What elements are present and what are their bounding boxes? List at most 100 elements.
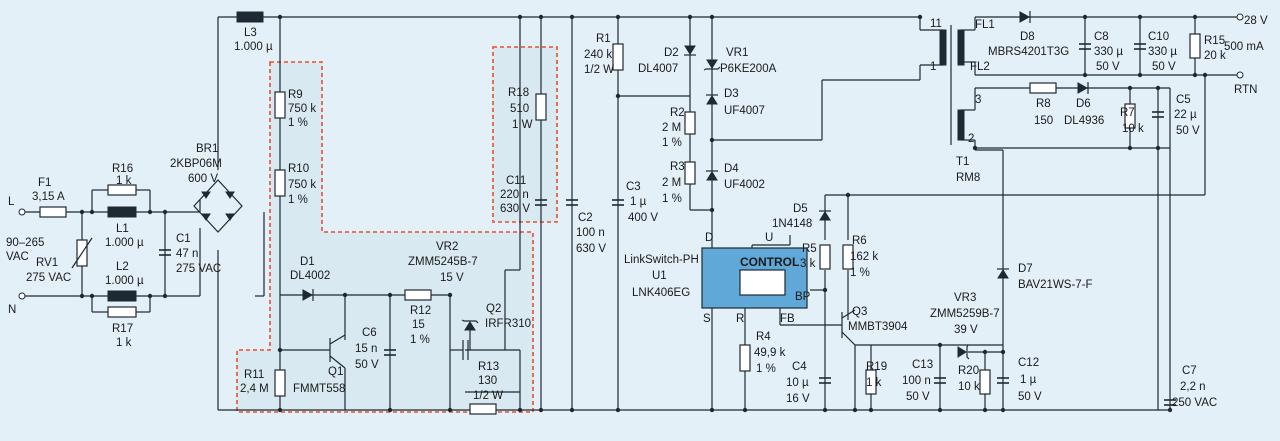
diodes [302, 11, 1089, 301]
resistor-R9 [274, 91, 286, 119]
U1-block-label: CONTROL [740, 255, 799, 269]
C2-value: 100 n [576, 227, 605, 239]
C7-rating: 250 VAC [1172, 397, 1217, 409]
L1-value: 1.000 µ [105, 237, 144, 249]
ic-U1 [701, 247, 808, 309]
T1-pin11: 11 [930, 18, 942, 30]
R13-rating: 1/2 W [473, 390, 503, 402]
C3-ref: C3 [626, 181, 641, 193]
R19-value: 1 k [866, 377, 882, 389]
transistor-Q2 [450, 340, 469, 360]
VR1-ref: VR1 [726, 47, 748, 59]
transistor-Q3 [841, 309, 856, 365]
R18-rating: 1 W [512, 119, 533, 131]
resistor-R1 [612, 43, 624, 71]
R12-tol: 1 % [410, 334, 430, 346]
transformer-T1 [920, 25, 975, 145]
C8-value: 330 µ [1094, 46, 1123, 58]
R20-value: 10 k [958, 381, 980, 393]
D8-part: MBRS4201T3G [988, 46, 1069, 58]
resistor-R6 [842, 244, 854, 270]
output-current-label: 500 mA [1224, 41, 1264, 53]
diode-D5 [819, 211, 831, 221]
C7-value: 2,2 n [1180, 381, 1206, 393]
Q2-ref: Q2 [486, 303, 501, 315]
fuse-F1 [39, 206, 67, 218]
R3-ref: R3 [670, 161, 685, 173]
rtn-label: RTN [1234, 84, 1257, 96]
R18-value: 510 [510, 103, 529, 115]
U1-pin-s: S [703, 313, 711, 325]
C10-ref: C10 [1148, 31, 1169, 43]
R8-value: 150 [1034, 115, 1053, 127]
RV1-value: 275 VAC [26, 272, 71, 284]
D3-part: UF4007 [724, 105, 765, 117]
D2-ref: D2 [664, 47, 679, 59]
Q1-part: FMMT558 [293, 383, 345, 395]
varistor-RV1 [71, 237, 93, 269]
output-voltage-label: 28 V [1244, 15, 1268, 27]
T1-fl1: FL1 [975, 19, 995, 31]
inductor-L3 [236, 11, 264, 23]
C4-rating: 16 V [786, 393, 810, 405]
terminal-N-label: N [8, 304, 16, 316]
VR2-rating: 15 V [440, 272, 464, 284]
C8-ref: C8 [1094, 31, 1109, 43]
R15-value: 20 k [1204, 50, 1226, 62]
resistor-R12 [404, 289, 432, 301]
U1-pin-u: U [765, 232, 773, 244]
R1-value: 240 k [584, 49, 612, 61]
D7-ref: D7 [1018, 263, 1033, 275]
C2-rating: 630 V [576, 243, 606, 255]
R16-value: 1 k [116, 175, 132, 187]
VR2-ref: VR2 [436, 241, 458, 253]
T1-fl2: FL2 [970, 61, 990, 73]
L3-value: 1.000 µ [234, 41, 273, 53]
D2-part: DL4007 [638, 63, 678, 75]
D3-ref: D3 [724, 88, 739, 100]
U1-ref: U1 [652, 270, 667, 282]
L1-ref: L1 [116, 223, 129, 235]
D4-part: UF4002 [724, 179, 765, 191]
R1-rating: 1/2 W [584, 64, 614, 76]
R19-ref: R19 [866, 361, 887, 373]
R2-tol: 1 % [662, 137, 682, 149]
R2-ref: R2 [670, 107, 685, 119]
bridge-rectifier-BR1 [193, 179, 243, 233]
C7-ref: C7 [1182, 365, 1197, 377]
C6-value: 15 n [355, 343, 377, 355]
Q1-ref: Q1 [328, 366, 343, 378]
D1-part: DL4002 [290, 270, 330, 282]
C10-value: 330 µ [1148, 46, 1177, 58]
R12-value: 15 [412, 319, 425, 331]
input-unit-label: VAC [6, 251, 29, 263]
diode-D2 [684, 45, 696, 55]
C1-ref: C1 [176, 233, 191, 245]
junction-dots [79, 14, 1208, 413]
R4-ref: R4 [756, 331, 771, 343]
C13-ref: C13 [912, 359, 933, 371]
D6-ref: D6 [1076, 98, 1091, 110]
U1-pin-bp: BP [795, 291, 811, 303]
terminal-circles [18, 13, 1244, 300]
diode-D3 [706, 95, 718, 105]
resistor-R4 [739, 344, 751, 372]
Q2-part: IRFR310 [485, 318, 531, 330]
C1-rating: 275 VAC [176, 263, 221, 275]
T1-ref: T1 [956, 156, 969, 168]
C3-value: 1 µ [630, 196, 647, 208]
resistor-R19 [865, 369, 877, 395]
C10-rating: 50 V [1152, 61, 1176, 73]
R11-value: 2,4 M [240, 383, 269, 395]
R10-ref: R10 [288, 163, 309, 175]
resistor-R17 [107, 306, 137, 318]
R20-ref: R20 [958, 365, 979, 377]
C5-ref: C5 [1176, 94, 1191, 106]
R17-value: 1 k [116, 337, 132, 349]
R17-ref: R17 [112, 323, 133, 335]
R9-value: 750 k [288, 103, 316, 115]
C11-ref: C11 [506, 175, 526, 187]
resistor-R15 [1189, 33, 1201, 59]
C12-value: 1 µ [1020, 374, 1037, 386]
